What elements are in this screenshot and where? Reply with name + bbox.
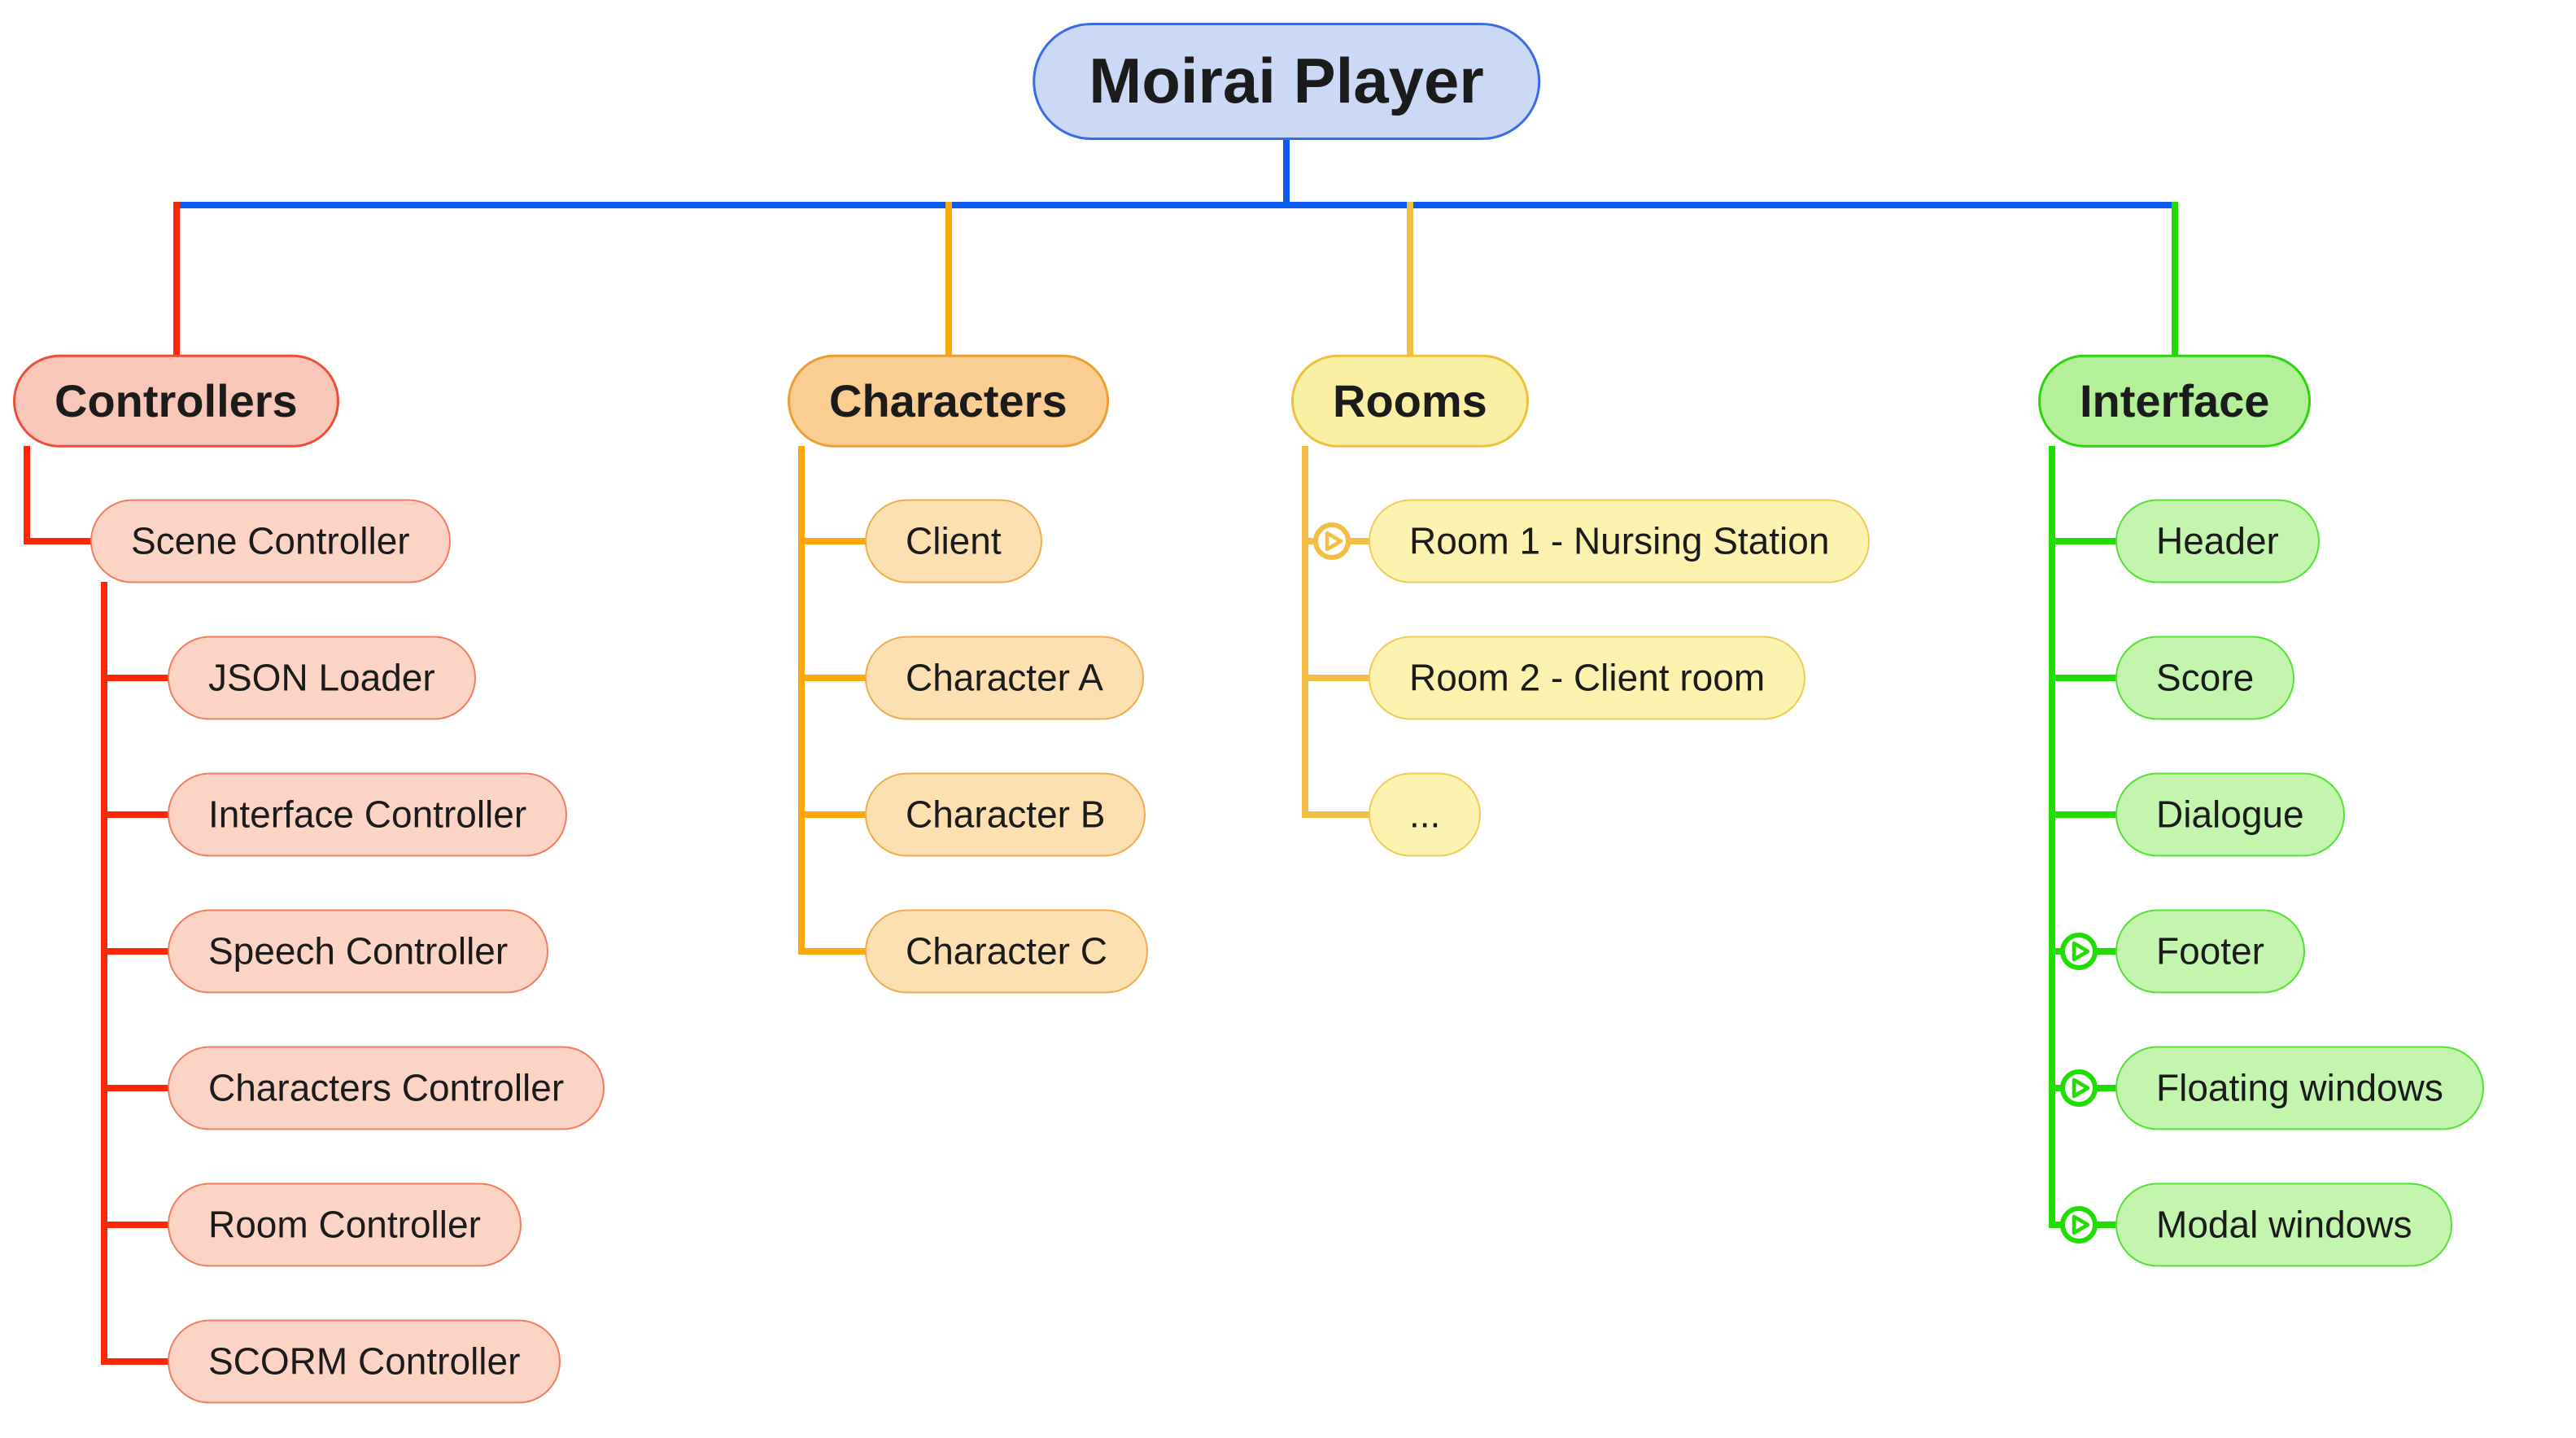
node-character-c: Character C [865,909,1148,994]
node-room-1-nursing-station: Room 1 - Nursing Station [1369,499,1871,584]
branch-connector [798,948,881,955]
branch-connector [798,675,881,681]
node-dialogue: Dialogue [2115,772,2345,857]
node-character-b: Character B [865,772,1146,857]
play-icon [2060,1069,2098,1107]
node-scene-controller: Scene Controller [90,499,451,584]
node-scorm-controller: SCORM Controller [168,1319,561,1404]
branch-connector [24,538,107,544]
play-icon [1313,522,1351,560]
trunk-connector [798,446,805,955]
node-character-a: Character A [865,636,1144,720]
play-icon [2060,933,2098,970]
trunk-connector [1302,446,1308,818]
node-score: Score [2115,636,2295,720]
node-characters-controller: Characters Controller [168,1046,605,1130]
node-interface: Interface [2038,354,2312,448]
node-footer: Footer [2115,909,2305,994]
branch-connector [2049,538,2132,544]
node-room-controller: Room Controller [168,1182,522,1267]
branch-connector [2049,811,2132,818]
branch-connector [1302,675,1385,681]
node-room-2-client-room: Room 2 - Client room [1369,636,1806,720]
node-controllers: Controllers [13,354,339,448]
node-interface-controller: Interface Controller [168,772,568,857]
branch-connector [798,811,881,818]
node-header: Header [2115,499,2320,584]
node-client: Client [865,499,1042,584]
trunk-connector [24,446,30,544]
drop-connector [1407,202,1413,362]
play-icon [2060,1206,2098,1243]
trunk-connector [101,581,107,1365]
node-characters: Characters [788,354,1109,448]
node-floating-windows: Floating windows [2115,1046,2484,1130]
node-rooms: Rooms [1291,354,1529,448]
branch-connector [101,948,184,955]
drop-connector [945,202,952,362]
branch-connector [798,538,881,544]
branch-connector [1302,811,1385,818]
node-speech-controller: Speech Controller [168,909,549,994]
drop-connector [172,202,180,362]
branch-connector [101,1358,184,1365]
branch-connector [101,675,184,681]
branch-connector [2049,675,2132,681]
node-modal-windows: Modal windows [2115,1182,2453,1267]
node-moirai-player: Moirai Player [1033,23,1540,140]
node-ellipsis: ... [1369,772,1482,857]
branch-connector [101,811,184,818]
drop-connector [2171,202,2178,362]
node-json-loader: JSON Loader [168,636,476,720]
root-stem-connector [1283,138,1290,208]
trunk-connector [2049,446,2055,1228]
branch-connector [101,1222,184,1228]
bus-connector [172,202,2178,208]
branch-connector [101,1085,184,1091]
